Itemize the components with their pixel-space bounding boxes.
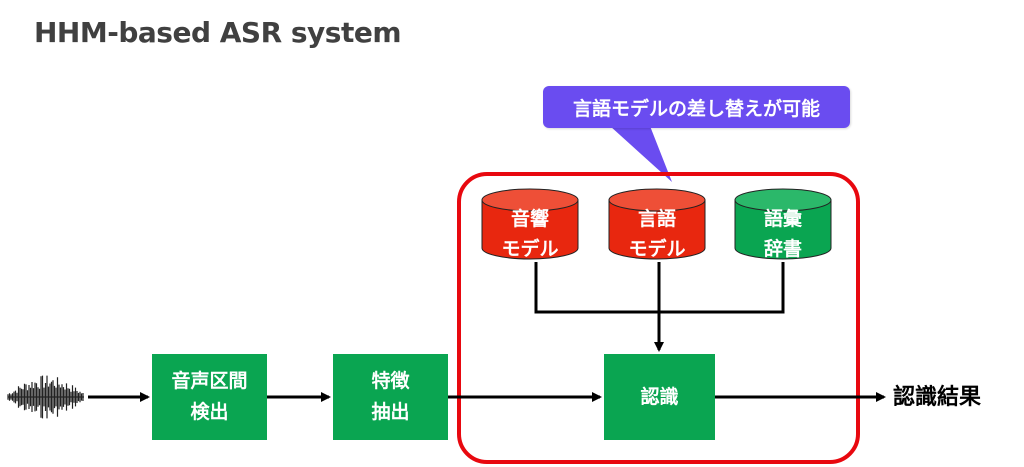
highlight-frame (457, 172, 860, 464)
language-model-label-line2: モデル (628, 238, 686, 260)
callout-pointer (610, 126, 672, 182)
page-title: HHM-based ASR system (34, 16, 402, 49)
language-model-label: 言語 モデル (609, 204, 705, 264)
recognition-block: 認識 (604, 354, 715, 440)
lexicon-label-line2: 辞書 (763, 238, 802, 260)
acoustic-model-label-line1: 音響 (510, 208, 549, 230)
lexicon-cylinder (734, 188, 832, 260)
callout-note: 言語モデルの差し替えが可能 (543, 86, 850, 128)
feature-extraction-block: 特徴 抽出 (333, 354, 448, 440)
vad-label-line2: 検出 (190, 401, 229, 423)
recognition-label: 認識 (640, 385, 679, 408)
acoustic-model-label-line2: モデル (501, 238, 559, 260)
recognition-result-label: 認識結果 (893, 385, 982, 410)
voice-activity-detection-block: 音声区間 検出 (152, 354, 267, 440)
acoustic-model-cylinder (481, 188, 579, 260)
language-model-cylinder (608, 188, 706, 260)
lexicon-label-line1: 語彙 (763, 208, 802, 230)
vad-label-line1: 音声区間 (171, 370, 248, 392)
acoustic-model-label: 音響 モデル (482, 204, 578, 264)
lexicon-label: 語彙 辞書 (735, 204, 831, 264)
feature-label-line1: 特徴 (371, 370, 410, 392)
waveform-icon (7, 375, 84, 419)
feature-label-line2: 抽出 (371, 401, 410, 423)
language-model-label-line1: 言語 (637, 208, 676, 230)
